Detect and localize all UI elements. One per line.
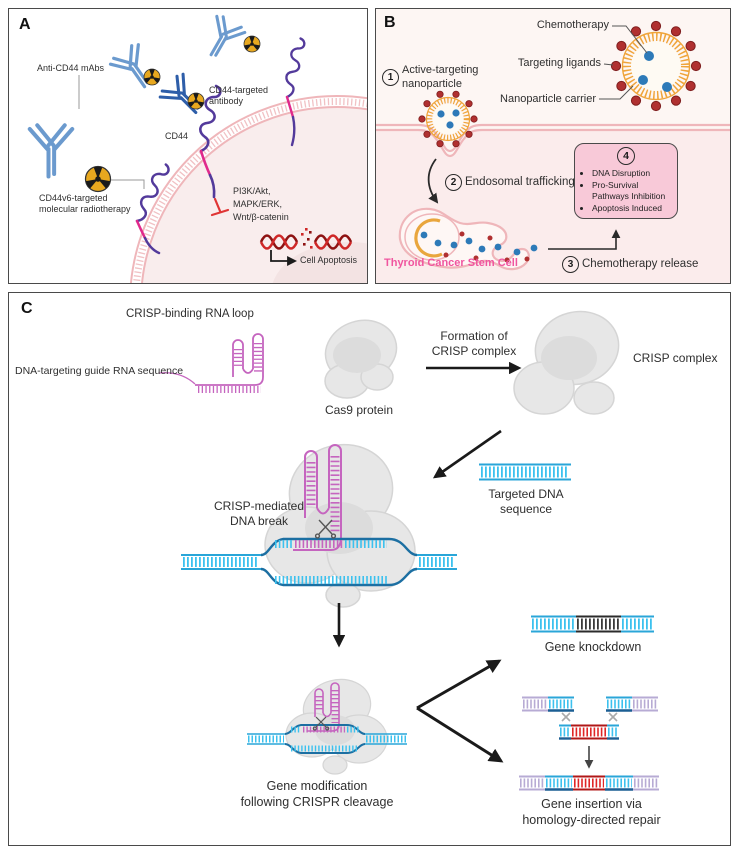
gene-modification-scene <box>247 678 407 775</box>
repaired-dna <box>519 775 659 791</box>
pathway-line: PI3K/Akt, <box>233 186 271 196</box>
targeted-dna-icon <box>479 463 571 481</box>
released-chemo-dots <box>420 231 538 256</box>
formation-line: Formation of <box>440 329 508 343</box>
guide-rna-icon <box>158 333 264 393</box>
scissors-icon <box>312 716 330 731</box>
panel-letter-c: C <box>21 300 33 317</box>
effect-item: DNA Disruption <box>592 168 673 179</box>
pathways-label: PI3K/Akt, MAPK/ERK, Wnt/β-catenin <box>233 185 289 224</box>
cd44-targeted-antibody-label: CD44-targeted antibody <box>209 85 269 107</box>
gene-knockdown-label: Gene knockdown <box>544 640 642 654</box>
targeting-ligand-dots <box>610 20 702 112</box>
scissors-icon <box>314 519 337 539</box>
release-arrow <box>548 229 621 250</box>
panel-a: A Anti-CD44 mAbs CD44v6-targeted molecul… <box>8 8 368 284</box>
step-2-badge: 2 <box>445 174 462 191</box>
chemotherapy-label: Chemotherapy <box>536 19 609 31</box>
crisp-complex-blob <box>513 310 620 415</box>
cd44-receptor-icon <box>285 37 306 99</box>
broken-dna-icon <box>259 228 353 250</box>
targeting-ligands-label: Targeting ligands <box>517 57 601 69</box>
nanoparticle-icon <box>610 20 702 112</box>
cd44-label: CD44 <box>165 131 189 141</box>
guide-rna-label: DNA-targeting guide RNA sequence <box>15 365 184 377</box>
insertion-line: Gene insertion via <box>541 797 642 811</box>
vesicle-arc <box>414 218 443 258</box>
crisp-complex-label: CRISP complex <box>633 351 718 365</box>
cas9-blob <box>324 319 398 399</box>
donor-dna <box>559 724 619 740</box>
insertion-line: homology-directed repair <box>522 812 661 827</box>
complex-to-dna-arrow <box>432 429 502 479</box>
panel-letter-b: B <box>384 14 396 31</box>
step-1-label: Active-targeting nanoparticle <box>402 64 479 90</box>
gene-insertion-label: Gene insertion via homology-directed rep… <box>514 797 669 828</box>
effects-box: 4 DNA Disruption Pro-Survival Pathways I… <box>574 143 678 219</box>
antibody-icon <box>197 12 248 66</box>
step-1-badge: 1 <box>382 69 399 86</box>
inhibition-tbar <box>210 197 230 217</box>
released-ligand-dots <box>443 231 530 263</box>
formation-line: CRISP complex <box>431 344 517 358</box>
panel-c: C CRISP-binding RNA loop DNA-targeting g… <box>8 292 731 846</box>
antibody-icon <box>27 123 75 179</box>
radiation-icon <box>243 35 261 53</box>
nucleus <box>272 242 367 283</box>
crispr-cleavage-scene <box>181 443 457 608</box>
dna-break-label: CRISP-mediated DNA break <box>204 499 314 529</box>
cd44-receptors <box>135 37 306 255</box>
step-3-badge: 3 <box>562 256 579 273</box>
step-2-label: Endosomal trafficking <box>465 176 575 188</box>
chemotherapy-dots <box>638 51 672 92</box>
gene-knockdown-dna <box>531 615 654 633</box>
radiation-icon <box>143 68 161 86</box>
cas9-label: Cas9 protein <box>324 403 394 417</box>
nanoparticle-carrier-label: Nanoparticle carrier <box>500 93 596 105</box>
panel-a-graphics <box>27 12 367 283</box>
targeted-dna-line: sequence <box>499 502 553 516</box>
rna-loop-label: CRISP-binding RNA loop <box>126 308 254 320</box>
cancer-cell <box>130 95 367 283</box>
step-3-label: Chemotherapy release <box>582 258 699 270</box>
panel-c-graphics <box>158 310 659 791</box>
trafficking-arrow <box>427 158 439 204</box>
gene-modification-label: Gene modification following CRISPR cleav… <box>237 779 397 810</box>
dna-break-line: DNA break <box>229 514 289 528</box>
panel-b: B Chemotherapy Targeting ligands Nanopar… <box>375 8 731 284</box>
legend-leaders <box>599 25 648 100</box>
endosome-icon <box>398 207 538 271</box>
dna-bubble <box>181 537 457 587</box>
formation-label: Formation of CRISP complex <box>414 329 534 359</box>
thyroid-cancer-stem-cell-label: Thyroid Cancer Stem Cell <box>384 257 518 269</box>
panel-b-graphics <box>376 20 730 283</box>
radiation-icon <box>84 165 112 193</box>
cd44v6-radiotherapy-label: CD44v6-targeted molecular radiotherapy <box>39 193 131 215</box>
effects-list: DNA Disruption Pro-Survival Pathways Inh… <box>579 168 673 214</box>
recombination-x-marks <box>561 712 618 722</box>
pathway-line: MAPK/ERK, <box>233 199 283 210</box>
dna-break-line: CRISP-mediated <box>213 499 305 513</box>
step-4-badge: 4 <box>617 147 635 165</box>
hdr-fragments <box>519 696 659 791</box>
pathway-line: Wnt/β-catenin <box>233 212 289 223</box>
modification-line: following CRISPR cleavage <box>240 794 394 809</box>
apoptosis-arrow <box>270 250 297 266</box>
targeted-dna-line: Targeted DNA <box>488 487 564 501</box>
branch-arrows <box>416 659 504 763</box>
leader-lines <box>78 75 145 189</box>
effect-item: Pro-Survival Pathways Inhibition <box>592 180 673 202</box>
small-nanoparticle-icon <box>418 90 478 148</box>
radiation-icon <box>187 92 205 110</box>
anti-cd44-mabs-label: Anti-CD44 mAbs <box>37 63 105 73</box>
cell-apoptosis-label: Cell Apoptosis <box>300 255 358 265</box>
targeted-dna-label: Targeted DNA sequence <box>474 487 578 517</box>
modification-line: Gene modification <box>266 779 368 793</box>
effect-item: Apoptosis Induced <box>592 203 673 214</box>
panel-letter-a: A <box>19 16 31 33</box>
